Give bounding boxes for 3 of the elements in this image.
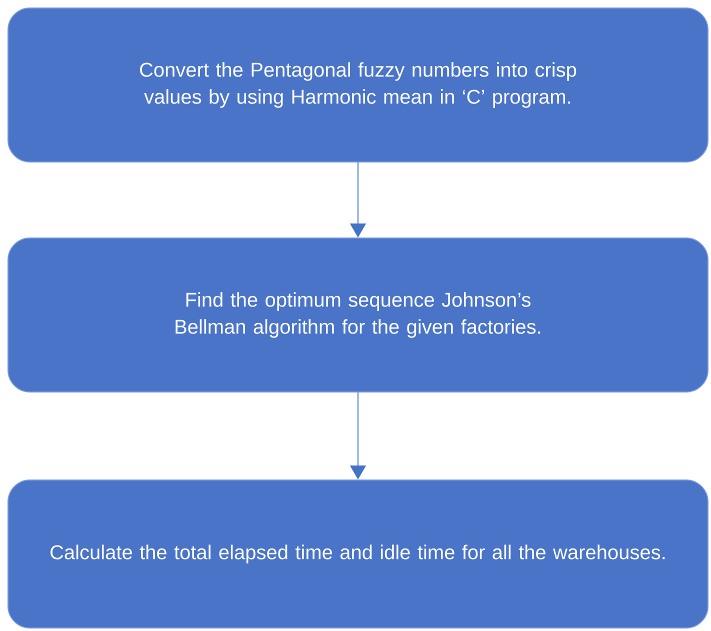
process-box: Calculate the total elapsed time and idle time for all the warehouses. bbox=[8, 480, 708, 628]
process-box: Find the optimum sequence Johnson’s Bellman algorithm for the given factories. bbox=[8, 238, 708, 392]
process-box: Convert the Pentagonal fuzzy numbers into crisp values by using Harmonic mean in ‘C’ program. bbox=[8, 8, 708, 162]
